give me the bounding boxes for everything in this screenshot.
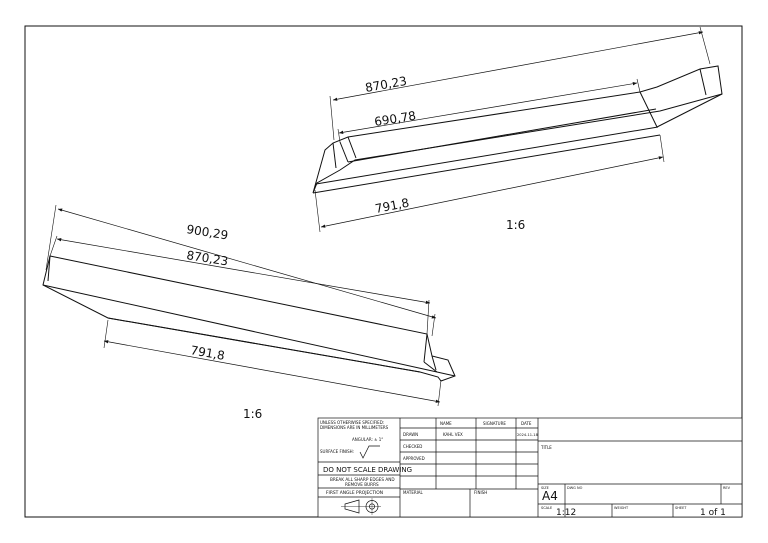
note-angular: ANGULAR: ± 1° — [352, 437, 383, 442]
row-approved-label: APPROVED — [403, 456, 425, 461]
row-checked-label: CHECKED — [403, 444, 422, 449]
rev-label: REV — [723, 486, 731, 490]
lower-dim-inner: 870,23 — [186, 248, 230, 268]
dwg-no-label: DWG NO — [567, 486, 583, 490]
sheet-value: 1 of 1 — [700, 508, 726, 518]
surface-finish-icon — [359, 445, 380, 459]
note-break-edges: BREAK ALL SHARP EDGES AND — [330, 477, 395, 482]
material-label: MATERIAL — [403, 490, 424, 495]
weight-label: WEIGHT — [614, 506, 629, 510]
note-do-not-scale: DO NOT SCALE DRAWING — [323, 466, 412, 474]
row-drawn-name: KAHL VEX — [443, 432, 463, 437]
note-unless: UNLESS OTHERWISE SPECIFIED: — [320, 420, 384, 425]
upper-view — [312, 26, 723, 233]
scale-value: 1:12 — [556, 508, 576, 518]
size-label: SIZE — [541, 486, 549, 490]
note-remove-burrs: REMOVE BURRS — [345, 482, 379, 487]
row-drawn-date: 2024-11-18 — [517, 433, 539, 437]
lower-view-scale: 1:6 — [243, 407, 262, 421]
upper-dim-inner-line — [338, 82, 638, 134]
note-projection: FIRST ANGLE PROJECTION — [326, 490, 383, 496]
upper-dim-inner: 690,78 — [373, 109, 417, 129]
lower-dim-lower: 791,8 — [189, 343, 225, 363]
scale-label: SCALE — [541, 506, 552, 510]
title-block — [317, 417, 743, 518]
title-label: TITLE — [540, 445, 552, 450]
size-value: A4 — [542, 489, 558, 503]
first-angle-projection-icon — [341, 498, 381, 515]
note-surface-finish: SURFACE FINISH: — [320, 449, 354, 454]
sheet-label: SHEET — [675, 506, 687, 510]
lower-view — [42, 204, 456, 407]
title-block-text: UNLESS OTHERWISE SPECIFIED: DIMENSIONS A… — [320, 420, 731, 518]
note-units: DIMENSIONS ARE IN MILLIMETERS — [320, 425, 389, 430]
finish-label: FINISH — [474, 490, 487, 495]
upper-dim-overall: 870,23 — [364, 74, 408, 95]
header-name: NAME — [440, 421, 452, 426]
upper-view-scale: 1:6 — [506, 218, 525, 232]
upper-dim-lower: 791,8 — [374, 196, 410, 216]
lower-dim-inner-line — [56, 238, 431, 304]
lower-dim-lower-line — [103, 340, 441, 403]
lower-dim-overall: 900,29 — [186, 222, 230, 242]
row-drawn-label: DRAWN — [403, 432, 418, 437]
upper-dim-lower-line — [320, 156, 664, 228]
header-signature: SIGNATURE — [483, 421, 506, 426]
header-date: DATE — [521, 421, 532, 426]
